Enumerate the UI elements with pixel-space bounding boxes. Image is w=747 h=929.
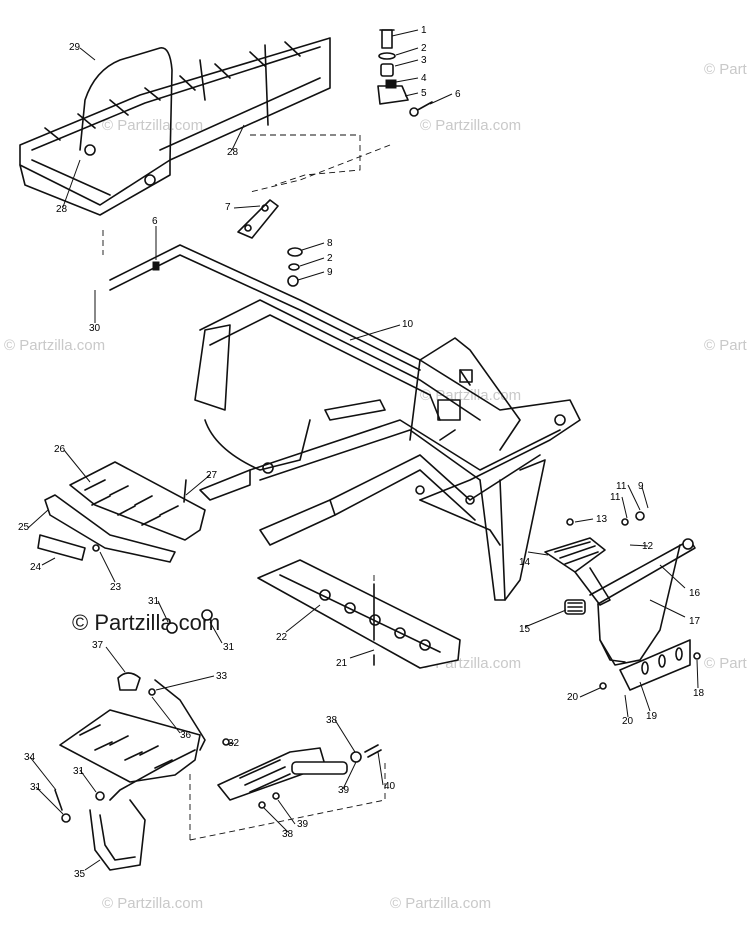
callout-number: 4 <box>421 73 427 84</box>
callout-number: 36 <box>180 730 192 741</box>
callout-number: 11 <box>616 481 627 492</box>
left-footrest-assembly <box>37 461 206 563</box>
callout-number: 5 <box>421 88 427 99</box>
callout-number: 1 <box>421 25 427 36</box>
callout-number: 31 <box>73 766 85 777</box>
callout-number: 30 <box>89 323 101 334</box>
rear-rack <box>19 37 331 216</box>
lower-left-assembly <box>54 609 213 871</box>
callout-number: 9 <box>638 481 644 492</box>
callout-number: 20 <box>567 692 579 703</box>
callout-number: 13 <box>596 514 608 525</box>
callout-number: 9 <box>327 267 333 278</box>
callout-number: 17 <box>689 616 701 627</box>
callout-number: 40 <box>384 781 396 792</box>
watermark: © Partzilla.com <box>704 61 747 78</box>
callout-number: 18 <box>693 688 705 699</box>
main-frame <box>109 244 581 601</box>
callout-number: 11 <box>610 492 621 503</box>
callout-number: 6 <box>455 89 461 100</box>
watermark: © Partzilla.com <box>4 337 105 354</box>
callout-number: 31 <box>148 596 160 607</box>
callout-number: 3 <box>421 55 427 66</box>
callout-number: 8 <box>327 238 333 249</box>
callout-number: 29 <box>69 42 81 53</box>
right-footrest-assembly <box>544 511 701 691</box>
callout-number: 2 <box>421 43 427 54</box>
skid-plate <box>257 559 461 669</box>
callout-number: 2 <box>327 253 333 264</box>
watermark: © Partzilla.com <box>420 117 521 134</box>
callout-number: 23 <box>110 582 122 593</box>
callout-number: 34 <box>24 752 36 763</box>
callout-number: 32 <box>228 738 240 749</box>
callout-number: 31 <box>30 782 42 793</box>
callout-number: 35 <box>74 869 86 880</box>
leader-lines <box>27 29 699 871</box>
watermark: © Partzilla.com <box>102 895 203 912</box>
callout-number: 33 <box>216 671 228 682</box>
callout-number: 31 <box>223 642 235 653</box>
callout-number: 16 <box>689 588 701 599</box>
callout-number: 38 <box>326 715 338 726</box>
watermark: © Partzilla.com <box>102 117 203 134</box>
watermark-layer: © Partzilla.com © Partzilla.com © Partzi… <box>4 61 747 912</box>
callout-number: 6 <box>152 216 158 227</box>
callout-number: 14 <box>519 557 531 568</box>
watermark: © Partzilla.com <box>390 895 491 912</box>
callout-number: 24 <box>30 562 42 573</box>
callout-number: 37 <box>92 640 104 651</box>
callout-number: 28 <box>227 147 239 158</box>
hardware-stack <box>377 29 433 117</box>
callout-number: 20 <box>622 716 634 727</box>
callout-number: 39 <box>338 785 350 796</box>
callout-number: 7 <box>225 202 231 213</box>
frame-bracket <box>152 199 303 287</box>
callout-number: 39 <box>297 819 309 830</box>
watermark: © Partzilla.com <box>704 337 747 354</box>
callout-number: 25 <box>18 522 30 533</box>
callout-number: 22 <box>276 632 288 643</box>
callout-number: 27 <box>206 470 218 481</box>
callout-number: 28 <box>56 204 68 215</box>
callout-number: 19 <box>646 711 658 722</box>
callout-number: 21 <box>336 658 348 669</box>
callout-number: 12 <box>642 541 654 552</box>
callout-number: 15 <box>519 624 531 635</box>
watermark: © Partzilla.com <box>704 655 747 672</box>
callout-number: 10 <box>402 319 414 330</box>
callout-labels: 1 2 3 4 5 6 7 8 2 9 6 10 11 9 11 12 13 1… <box>18 25 705 880</box>
callout-number: 26 <box>54 444 66 455</box>
watermark-prominent: © Partzilla.com <box>72 610 220 635</box>
callout-number: 38 <box>282 829 294 840</box>
assembly-lines <box>102 134 391 841</box>
lower-center-footrest <box>217 738 382 809</box>
